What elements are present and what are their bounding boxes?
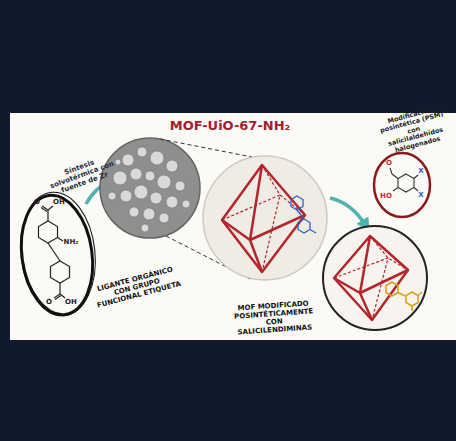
sem-micrograph bbox=[157, 175, 171, 189]
sem-micrograph bbox=[145, 171, 155, 181]
psm-arrow bbox=[330, 198, 366, 226]
sem-micrograph bbox=[113, 171, 127, 185]
sem-micrograph bbox=[120, 190, 132, 202]
salicylidenimine-group bbox=[406, 292, 418, 306]
sem-micrograph bbox=[175, 181, 185, 191]
ligand-molecule bbox=[58, 238, 64, 242]
ligand-molecule bbox=[55, 296, 61, 300]
aldehyde-molecule bbox=[398, 174, 414, 192]
salicylidenimine-group bbox=[398, 293, 405, 297]
sem-micrograph bbox=[115, 159, 121, 165]
ligand-molecule bbox=[41, 208, 47, 212]
modified-octahedron bbox=[334, 236, 408, 320]
sem-micrograph bbox=[166, 196, 178, 208]
mof-circle bbox=[203, 156, 327, 280]
aldehyde-oval bbox=[374, 153, 430, 217]
sem-micrograph bbox=[108, 192, 116, 200]
salicylidenimine-group bbox=[386, 282, 398, 296]
sem-micrograph bbox=[108, 147, 190, 232]
salicylidenimine-group bbox=[386, 282, 422, 311]
ligand-molecule bbox=[51, 261, 70, 283]
sem-micrograph bbox=[141, 224, 149, 232]
ligand-oval bbox=[15, 188, 102, 319]
ligand-caption: LIGANTE ORGÁNICO CON GRUPO FUNCIONAL ETI… bbox=[90, 264, 183, 311]
octahedron bbox=[222, 165, 305, 272]
sem-micrograph bbox=[100, 138, 200, 238]
amino-linker bbox=[310, 230, 316, 234]
step-label: Modificación posintética (PSM) con salic… bbox=[375, 104, 452, 158]
aldehyde-molecule bbox=[390, 168, 418, 192]
step-label: Síntesis solvotérmica con fuente de Zr bbox=[39, 150, 124, 201]
atom-label: NH₂ bbox=[62, 238, 80, 246]
amino-linker bbox=[291, 196, 316, 233]
ligand-molecule bbox=[48, 206, 53, 210]
salicylidenimine-group bbox=[411, 306, 413, 311]
aldehyde-molecule bbox=[414, 175, 418, 179]
atom-label: O bbox=[44, 298, 54, 306]
atom-label: OH bbox=[64, 298, 78, 306]
modified-octahedron bbox=[334, 236, 408, 320]
ligand-molecule bbox=[39, 206, 70, 300]
modified-octahedron bbox=[334, 236, 408, 320]
sem-micrograph bbox=[122, 154, 134, 166]
product-caption: MOF MODIFICADO POSINTÉTICAMENTE CON SALI… bbox=[227, 299, 321, 338]
octahedron bbox=[222, 165, 305, 272]
zoom-lines bbox=[160, 139, 252, 157]
aldehyde-molecule bbox=[393, 188, 398, 192]
atom-label: O bbox=[384, 159, 394, 167]
sem-micrograph bbox=[159, 213, 169, 223]
aldehyde-molecule bbox=[392, 174, 398, 179]
amino-linker bbox=[298, 219, 310, 233]
atom-label: X bbox=[416, 191, 426, 199]
modified-mof-circle bbox=[323, 226, 427, 330]
sem-micrograph bbox=[100, 138, 200, 238]
modified-octahedron bbox=[334, 236, 408, 320]
sem-micrograph bbox=[137, 147, 147, 157]
atom-label: O bbox=[32, 198, 42, 206]
aldehyde-molecule bbox=[390, 168, 392, 174]
ligand-oval bbox=[14, 191, 100, 320]
ligand-molecule bbox=[39, 221, 58, 243]
diagram-title: MOF-UiO-67-NH₂ bbox=[150, 118, 310, 133]
sem-micrograph bbox=[129, 207, 139, 217]
octahedron bbox=[222, 165, 305, 272]
sem-micrograph bbox=[143, 208, 155, 220]
atom-label: HO bbox=[379, 192, 393, 200]
sem-micrograph bbox=[150, 151, 164, 165]
atom-label: OH bbox=[52, 198, 66, 206]
ligand-molecule bbox=[47, 210, 48, 221]
aldehyde-molecule bbox=[414, 188, 418, 192]
salicylidenimine-group bbox=[418, 292, 422, 296]
octahedron bbox=[222, 165, 305, 272]
sem-micrograph bbox=[130, 168, 142, 180]
sem-micrograph bbox=[134, 185, 148, 199]
ligand-molecule bbox=[48, 243, 60, 261]
amino-linker bbox=[291, 196, 303, 210]
ligand-oval bbox=[14, 188, 101, 319]
aldehyde-oval bbox=[374, 153, 430, 217]
amino-linker bbox=[297, 210, 304, 219]
ligand-molecule bbox=[60, 294, 65, 298]
sem-micrograph bbox=[166, 160, 178, 172]
atom-label: X bbox=[416, 167, 426, 175]
sem-micrograph bbox=[150, 192, 162, 204]
sem-micrograph bbox=[182, 200, 190, 208]
ligand-molecule bbox=[59, 283, 60, 294]
